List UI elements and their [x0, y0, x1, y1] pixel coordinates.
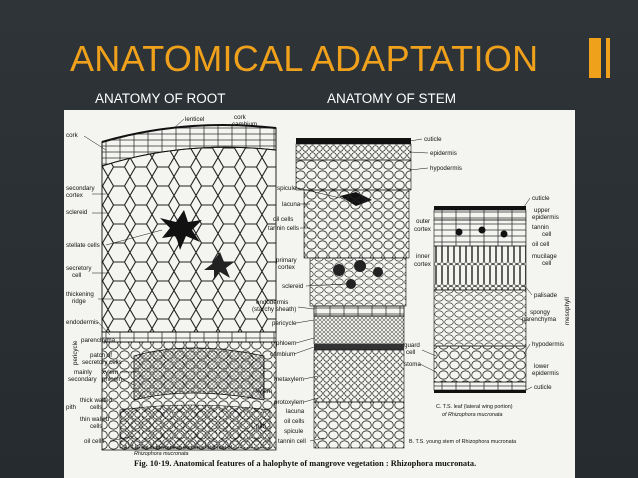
- label-stem-pith: pith: [256, 423, 267, 430]
- subcaption-c-1: C. T.S. leaf (lateral wing portion): [436, 404, 513, 410]
- label-spongy-2: parenchyma: [522, 316, 557, 323]
- label-stoma: stoma: [404, 361, 421, 368]
- label-stem-sclereid: sclereid: [282, 283, 304, 290]
- label-lower-epidermis-1: lower: [534, 363, 549, 370]
- label-spicule-2: spicule: [284, 428, 304, 435]
- leaf-section-drawing: [433, 206, 527, 393]
- label-tannin-cells: tannin cells: [268, 225, 299, 232]
- label-metaxylem: metaxylem: [274, 376, 304, 383]
- label-stem-epidermis: epidermis: [430, 150, 457, 157]
- label-lower-epidermis-2: epidermis: [532, 370, 559, 377]
- label-patch-2: secretory cells: [82, 359, 122, 366]
- label-palisade: palisade: [534, 292, 558, 299]
- root-labels: lenticel cork cambium cork secondary cor…: [66, 114, 257, 457]
- label-secretory-cell-1: secretory: [66, 265, 92, 272]
- label-stem-endodermis-2: (starchy sheath): [252, 306, 296, 313]
- label-mucilage-cell-2: cell: [542, 260, 551, 267]
- label-leaf-tannin-cell-1: tannin: [532, 224, 549, 231]
- label-leaf-hypodermis: hypodermis: [532, 341, 564, 348]
- label-thick-walled-1: thick walled: [80, 397, 113, 404]
- label-leaf-tannin-cell-2: cell: [542, 231, 551, 238]
- label-patch-1: patch of: [90, 352, 112, 359]
- label-root-oil-cells: oil cells: [84, 438, 104, 445]
- label-cork-cambium-1: cork: [234, 114, 247, 121]
- label-thickening-ridge-2: ridge: [72, 298, 86, 305]
- label-stem-endodermis-1: endodermis: [256, 299, 288, 306]
- label-cambium: cambium: [270, 351, 295, 358]
- label-leaf-cuticle-2: cuticle: [534, 384, 552, 391]
- label-inner-cortex-2: cortex: [414, 261, 432, 268]
- label-root-xylem: xylem: [102, 369, 118, 376]
- stem-labels: cuticle epidermis hypodermis spicule lac…: [252, 136, 516, 445]
- label-stem-cuticle: cuticle: [424, 136, 442, 143]
- label-stem-hypodermis: hypodermis: [430, 165, 462, 172]
- label-stem-xylem: xylem: [256, 388, 272, 395]
- label-guard-cell-1: guard: [404, 342, 420, 349]
- label-mainly-1: mainly: [74, 369, 93, 376]
- anatomy-figure: lenticel cork cambium cork secondary cor…: [64, 110, 575, 478]
- subheading-root: ANATOMY OF ROOT: [95, 91, 226, 106]
- label-cork: cork: [66, 132, 79, 139]
- label-lacuna: lacuna: [282, 201, 301, 208]
- label-outer-cortex-2: cortex: [414, 226, 432, 233]
- label-stellate-cells: stellate cells: [66, 242, 100, 249]
- anatomy-diagram: lenticel cork cambium cork secondary cor…: [66, 114, 571, 468]
- label-outer-cortex-1: outer: [416, 218, 430, 225]
- label-stem-phloem: phloem: [276, 340, 296, 347]
- slide-title: ANATOMICAL ADAPTATION: [70, 38, 539, 79]
- label-thickening-ridge-1: thickening: [66, 291, 94, 298]
- label-secondary-cortex-2: cortex: [66, 192, 84, 199]
- label-thin-walled-1: thin walled: [80, 416, 110, 423]
- subcaption-a-2: Rhizophora mucronata: [134, 451, 189, 457]
- label-root-sclereid: sclereid: [66, 209, 88, 216]
- label-primary-cortex-2: cortex: [278, 264, 296, 271]
- label-leaf-oil-cell: oil cell: [532, 241, 549, 248]
- label-mucilage-cell-1: mucilage: [532, 253, 557, 260]
- label-thin-walled-2: cells: [90, 423, 102, 430]
- subheading-stem: ANATOMY OF STEM: [327, 91, 457, 106]
- figure-caption: Fig. 10·19. Anatomical features of a hal…: [134, 459, 476, 468]
- label-guard-cell-2: cell: [406, 349, 415, 356]
- leaf-labels: cuticle upper epidermis tannin cell oil …: [404, 195, 571, 418]
- label-upper-epidermis-2: epidermis: [532, 214, 559, 221]
- stem-section-drawing: [295, 138, 412, 449]
- label-secretory-cell-2: cell: [72, 272, 81, 279]
- label-upper-epidermis-1: upper: [534, 207, 550, 214]
- label-primary-cortex-1: primary: [276, 257, 298, 264]
- root-section-drawing: [101, 124, 277, 451]
- label-oil-cells-2: oil cells: [284, 418, 304, 425]
- label-mainly-2: secondary: [68, 376, 97, 383]
- label-lenticel: lenticel: [185, 116, 204, 123]
- label-cork-cambium-2: cambium: [232, 121, 257, 128]
- subcaption-a-1: A. T.S. old subterranean portion of stil…: [124, 445, 233, 451]
- label-leaf-cuticle: cuticle: [532, 195, 550, 202]
- label-parenchyma: parenchyma: [81, 337, 116, 344]
- label-protoxylem: protoxylem: [274, 399, 304, 406]
- label-root-endodermis: endodermis: [66, 319, 98, 326]
- accent-bar-thin: [606, 38, 610, 78]
- label-tannin-cell: tannin cell: [278, 438, 306, 445]
- label-root-pith: pith: [66, 404, 77, 411]
- label-stem-pericycle: pericycle: [272, 320, 297, 327]
- label-spicule: spicule: [277, 185, 297, 192]
- label-root-phloem: phloem: [102, 376, 122, 383]
- subcaption-c-2: of Rhizophora mucronata: [442, 412, 503, 418]
- accent-bar-thick: [589, 38, 601, 78]
- label-inner-cortex-1: inner: [416, 253, 430, 260]
- label-stem-oil-cells: oil cells: [273, 216, 293, 223]
- label-spongy-1: spongy: [530, 309, 551, 316]
- label-thick-walled-2: cells: [90, 404, 102, 411]
- label-secondary-cortex-1: secondary: [66, 185, 95, 192]
- subcaption-b: B. T.S. young stem of Rhizophora mucrona…: [409, 439, 516, 445]
- label-root-pericycle: pericycle: [72, 340, 79, 365]
- label-mesophyll: mesophyll: [564, 297, 571, 325]
- label-lacuna-2: lacuna: [286, 408, 305, 415]
